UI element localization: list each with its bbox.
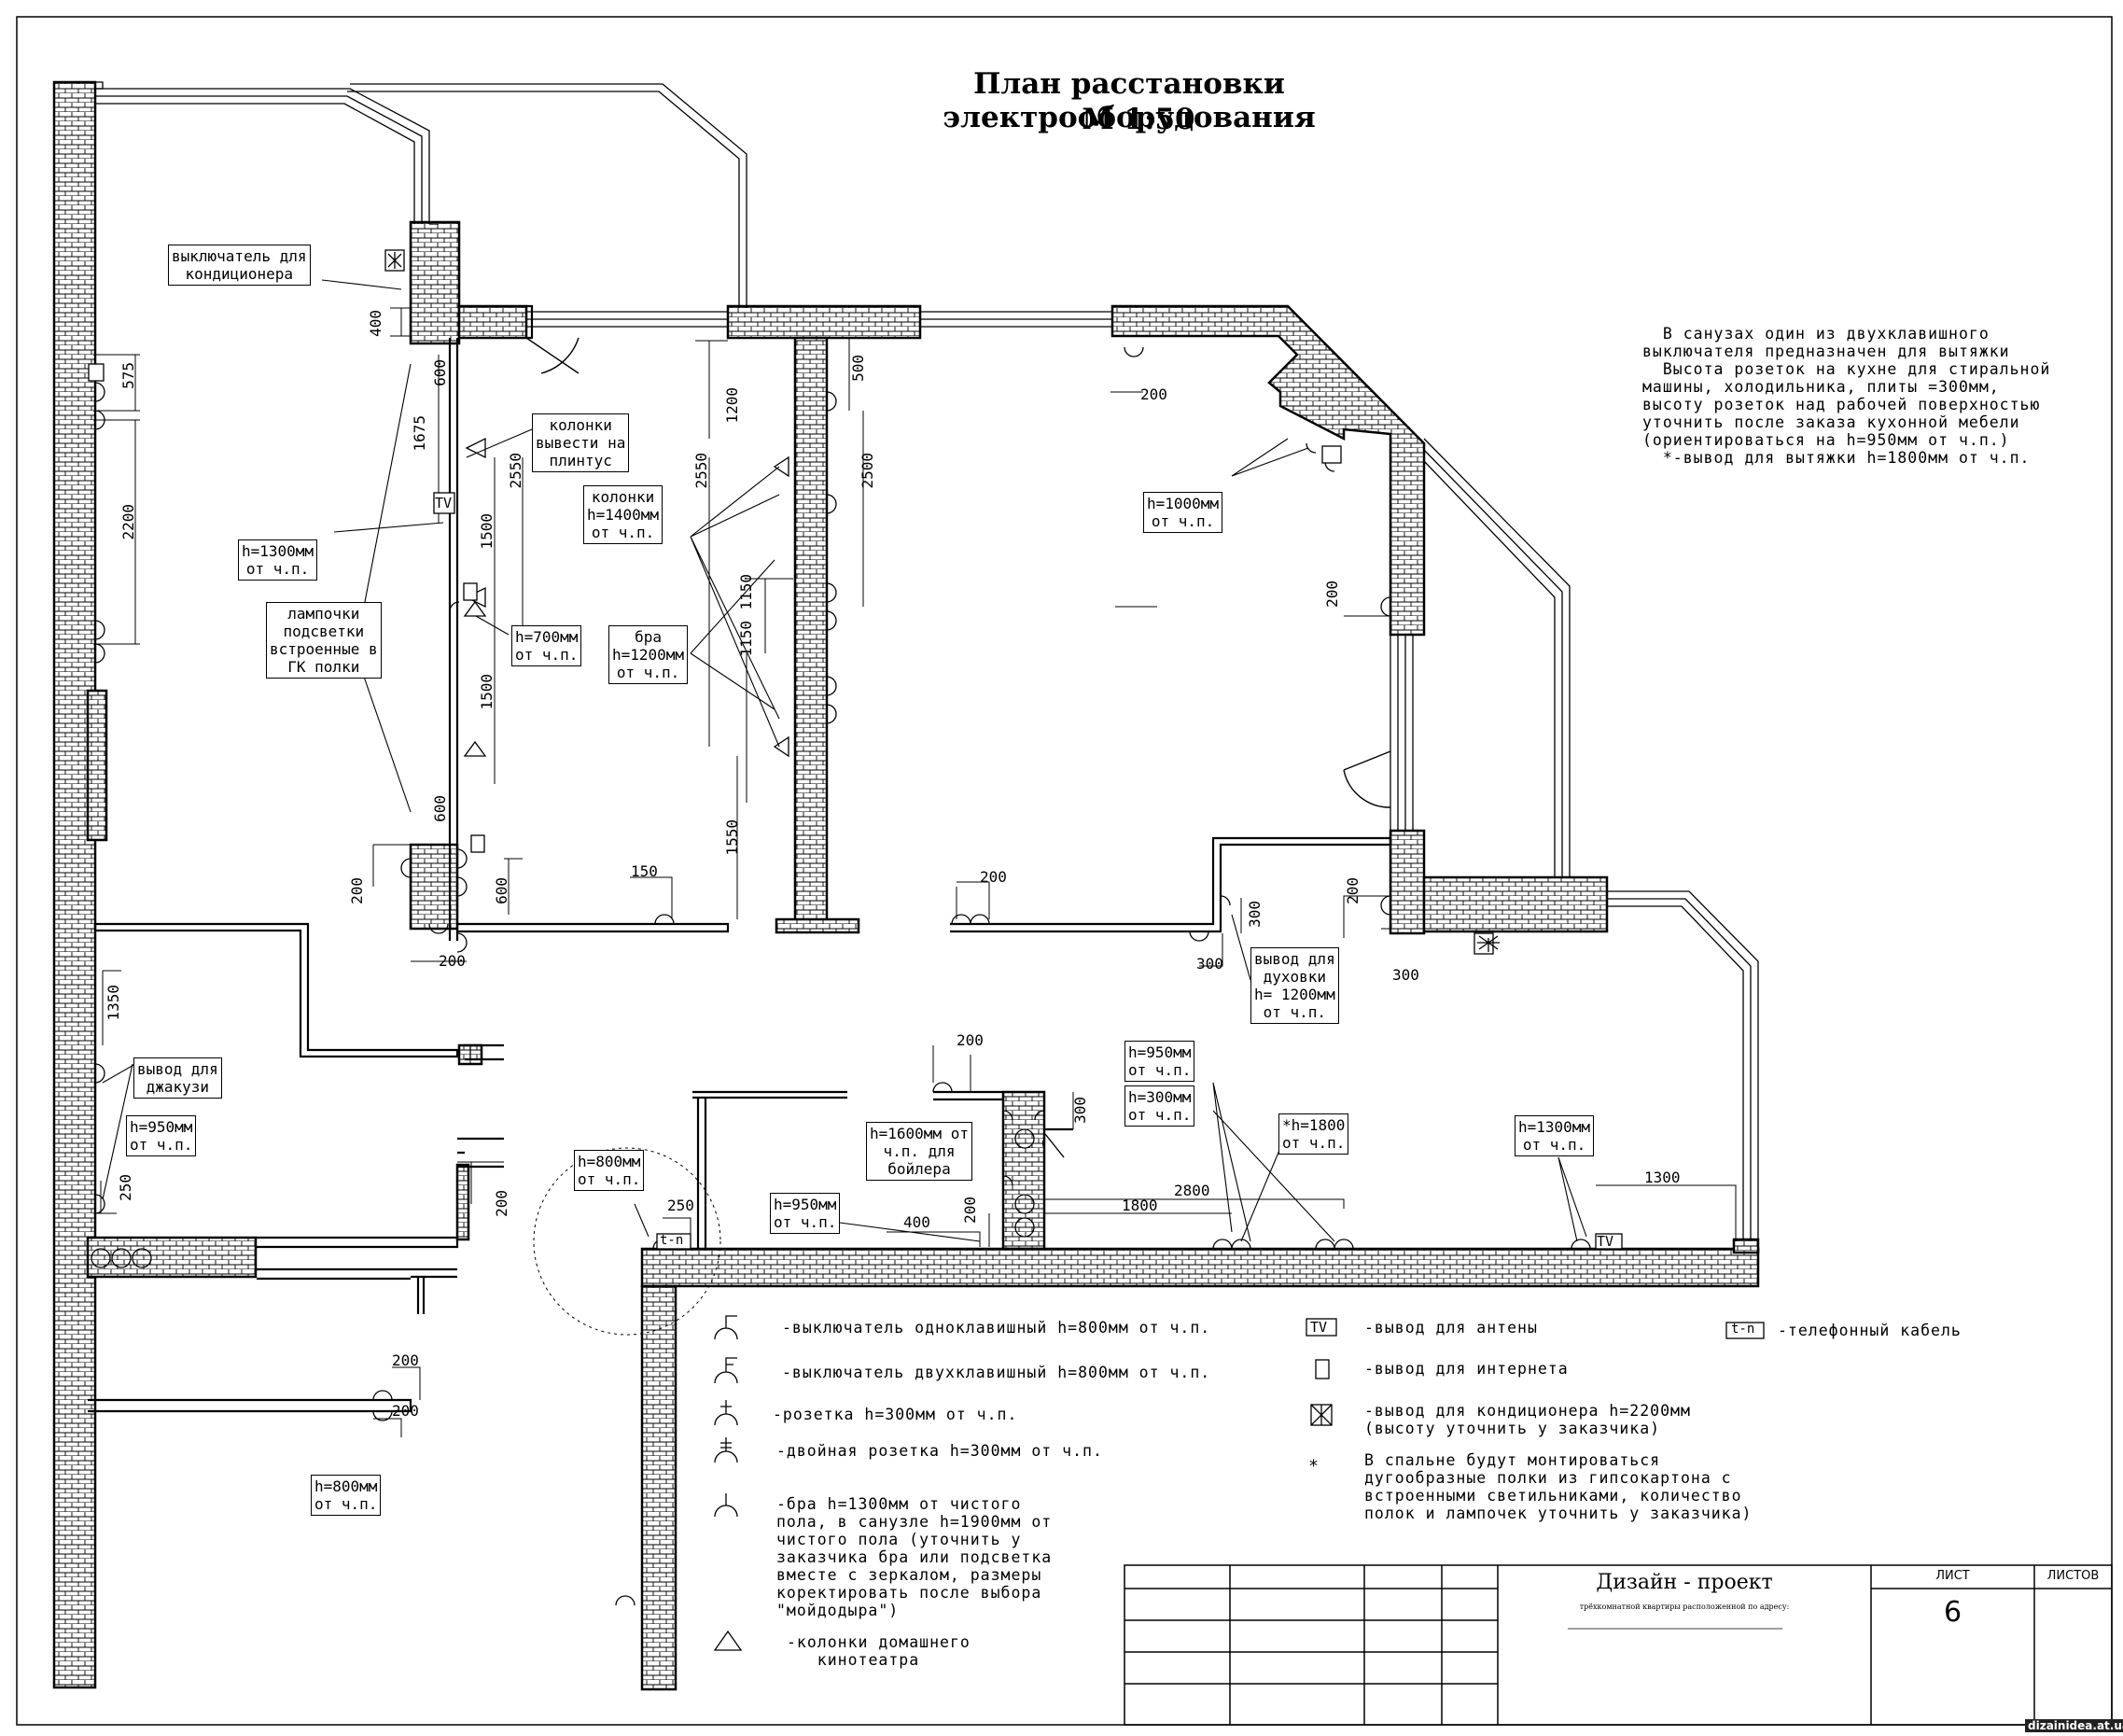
dim-400a: 400 [367,310,384,337]
callout-jacuzzi: вывод для джакузи [133,1057,222,1099]
dim-1500b: 1500 [478,674,496,710]
doors [525,337,1391,1158]
dim-200f: 200 [1140,385,1167,403]
callout-h1000: h=1000мм от ч.п. [1143,492,1223,533]
general-notes: В санузах один из двухклавишного выключа… [1642,325,2051,467]
callout-h700: h=700мм от ч.п. [511,625,582,666]
tv-label-bedroom: TV [435,495,453,511]
dim-600b: 600 [431,795,449,822]
callout-h1300-left: h=1300мм от ч.п. [238,539,318,581]
dimension-lines [93,307,1737,1437]
plan-title: План расстановки электрооборудования [943,67,1316,134]
dim-200k: 200 [392,1402,419,1420]
legend-speakers: -колонки домашнего кинотеатра [787,1633,971,1669]
plan-scale: М 1:50 [1082,103,1195,136]
stamp-subtitle: трёхкомнатной квартиры расположенной по … [1579,1603,1790,1611]
stamp-sheets-label: ЛИСТОВ [2046,1569,2100,1583]
stamp-sheet-number: 6 [1943,1596,1962,1629]
callout-boiler: h=1600мм от ч.п. для бойлера [866,1122,972,1181]
title-block [1124,1564,2113,1726]
legend-phone: -телефонный кабель [1778,1322,1962,1339]
callout-h1800: *h=1800 от ч.п. [1278,1113,1349,1155]
legend-tv-symbol: TV [1310,1319,1328,1336]
stamp-title: Дизайн - проект [1596,1571,1773,1594]
callout-h950-bath: h=950мм от ч.п. [126,1115,197,1156]
callout-lamps: лампочки подсветки встроенные в ГК полки [266,602,382,679]
dim-200g: 200 [493,1190,510,1217]
leader-lines [102,279,1587,1242]
callout-oven: вывод для духовки h= 1200мм от ч.п. [1250,947,1339,1024]
callout-speakers-plinth: колонки вывести на плинтус [532,413,630,472]
dim-200c: 200 [980,868,1007,886]
dim-300c: 300 [1392,966,1419,984]
dim-500: 500 [849,355,867,382]
dim-2550b: 2550 [692,453,710,489]
dim-2500: 2500 [859,453,876,489]
dim-250a: 250 [117,1174,134,1201]
dim-200i: 200 [957,1031,984,1049]
dim-2200: 2200 [119,504,137,540]
dim-200a: 200 [348,877,366,904]
callout-h800-center: h=800мм от ч.п. [574,1150,645,1191]
callout-h300-right: h=300мм от ч.п. [1124,1085,1195,1127]
dim-1200: 1200 [723,387,741,424]
dim-600c: 600 [493,877,510,904]
small-squares [88,249,1623,1250]
legend-switch1: -выключатель одноклавишный h=800мм от ч.… [782,1319,1211,1337]
legend-tel-symbol: t-n [1731,1322,1755,1337]
legend-internet: -вывод для интернета [1364,1360,1569,1378]
legend-asterisk-icon: ⁎ [1309,1451,1318,1471]
dim-200e: 200 [1344,877,1362,904]
dim-200j: 200 [392,1351,419,1369]
legend-ac: -вывод для кондиционера h=2200мм (высоту… [1364,1402,1691,1437]
dim-575: 575 [119,362,137,389]
dim-2550a: 2550 [507,453,524,489]
dim-1675: 1675 [411,415,428,452]
dim-1300: 1300 [1644,1169,1681,1186]
dim-150: 150 [631,862,658,880]
dim-2800: 2800 [1174,1182,1210,1199]
watermark: dizainidea.at.ua [2025,1719,2123,1732]
dim-1550: 1550 [723,819,741,856]
legend-bra: -бра h=1300мм от чистого пола, в санузле… [776,1495,1053,1619]
brick-walls [52,80,1760,1691]
windows [95,81,1759,1239]
stamp-sheet-label: ЛИСТ [1935,1569,1970,1583]
legend-socket: -розетка h=300мм от ч.п. [773,1406,1018,1423]
dim-1150a: 1150 [737,574,755,610]
dim-300a: 300 [1196,955,1223,973]
dim-400b: 400 [903,1213,930,1231]
legend-double-socket: -двойная розетка h=300мм от ч.п. [776,1442,1103,1460]
highlight-circle [533,1147,721,1336]
dim-1500a: 1500 [478,513,496,550]
dim-600a: 600 [431,359,449,386]
dim-300d: 300 [1071,1097,1089,1124]
callout-h1300-right: h=1300мм от ч.п. [1515,1115,1595,1156]
callout-ac-switch: выключатель для кондиционера [168,245,311,286]
wall-symbols [91,346,1591,1606]
dim-250b: 250 [667,1197,694,1214]
legend-antenna: -вывод для антены [1364,1319,1538,1337]
callout-h950-mid: h=950мм от ч.п. [770,1193,841,1234]
partitions [88,304,1392,1413]
callout-speakers-h1400: колонки h=1400мм от ч.п. [583,485,663,544]
dim-300b: 300 [1246,901,1264,928]
dim-200h: 200 [961,1197,979,1224]
callout-bra-h1200: бра h=1200мм от ч.п. [608,625,689,684]
callout-h800-bottom: h=800мм от ч.п. [311,1475,382,1516]
tel-label: t-n [660,1233,684,1248]
legend-symbols [387,252,1765,1651]
dim-1800: 1800 [1122,1197,1158,1214]
tv-label-living: TV [1597,1233,1614,1250]
dim-200b: 200 [439,952,466,970]
legend-shelves: В спальне будут монтироваться дугообразн… [1364,1451,1753,1522]
callout-h950-right: h=950мм от ч.п. [1124,1041,1195,1082]
dim-200d: 200 [1323,581,1341,608]
dim-1350: 1350 [105,985,122,1021]
dim-1150b: 1150 [737,621,755,657]
legend-switch2: -выключатель двухклавишный h=800мм от ч.… [782,1364,1211,1381]
sheet-frame [16,16,2113,1726]
